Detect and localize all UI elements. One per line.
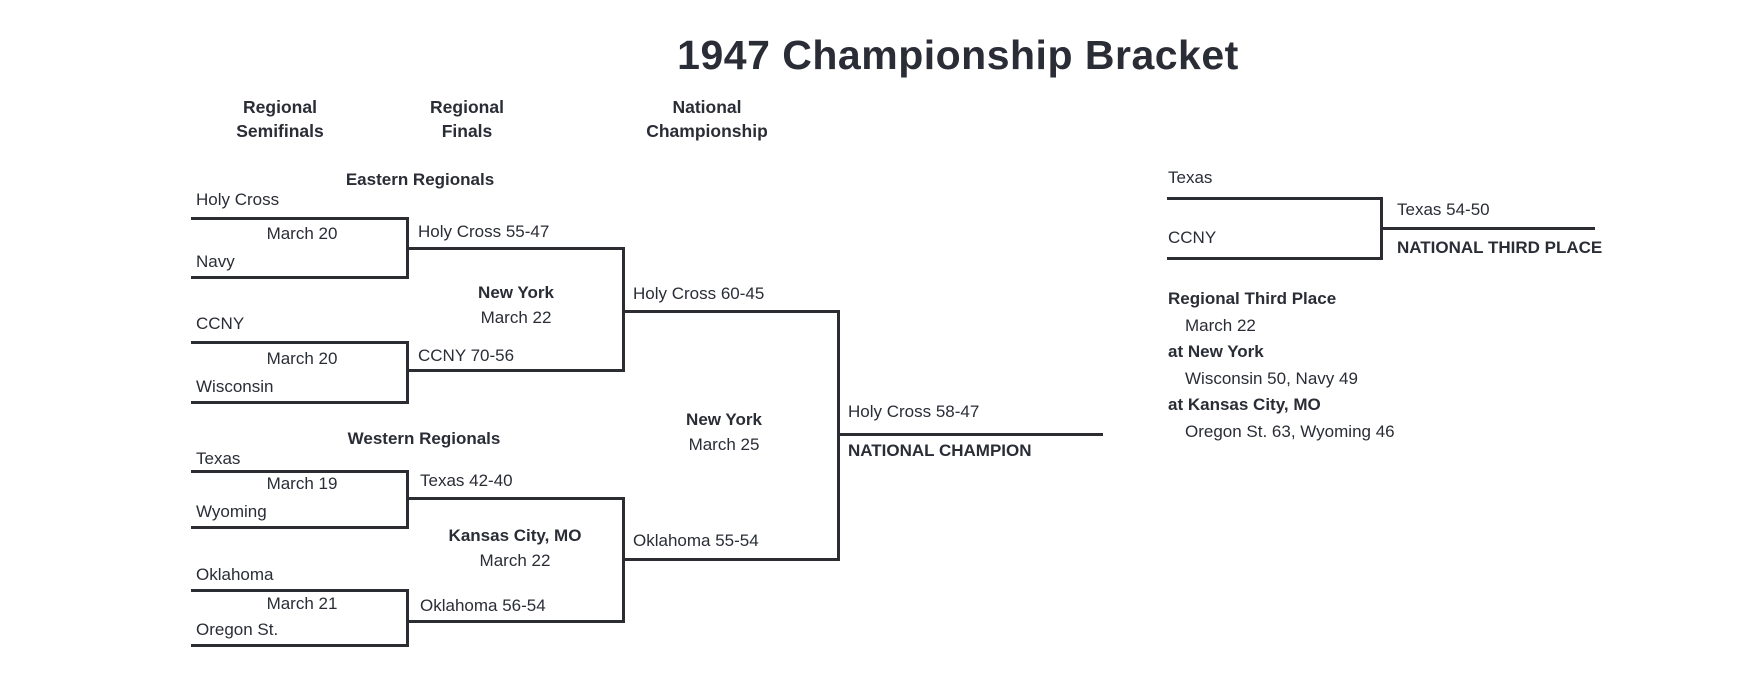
western-sf1-result: Texas 42-40 xyxy=(420,471,513,490)
team-ccny: CCNY xyxy=(196,314,245,333)
western-sf2-connector-line xyxy=(406,589,409,647)
national-champion-label: NATIONAL CHAMPION xyxy=(848,441,1032,460)
team-texas: Texas xyxy=(196,449,241,468)
western-regionals-header: Western Regionals xyxy=(347,429,501,448)
eastern-final-winner-line xyxy=(622,310,837,313)
eastern-sf2-result: CCNY 70-56 xyxy=(418,346,515,365)
regional-third-place-site-new-york: at New York xyxy=(1168,342,1264,361)
eastern-regionals-header: Eastern Regionals xyxy=(345,170,495,189)
eastern-sf2-top-line xyxy=(191,341,407,344)
round-header-national-championship: National Championship xyxy=(646,97,768,141)
eastern-sf2-connector-line xyxy=(406,341,409,404)
regional-third-place-result-east: Wisconsin 50, Navy 49 xyxy=(1185,369,1358,388)
eastern-sf1-bottom-line xyxy=(191,276,407,279)
western-final-site-block: Kansas City, MO March 22 xyxy=(449,523,582,573)
regional-third-place-site-kansas-city: at Kansas City, MO xyxy=(1168,395,1321,414)
third-place-team-ccny: CCNY xyxy=(1168,228,1217,247)
team-wisconsin: Wisconsin xyxy=(196,377,274,396)
national-final-site: New York xyxy=(686,410,762,429)
eastern-final-site-block: New York March 22 xyxy=(478,280,554,330)
eastern-sf2-date: March 20 xyxy=(266,349,338,368)
western-sf1-winner-line xyxy=(406,497,622,500)
western-final-result: Oklahoma 55-54 xyxy=(633,531,759,550)
western-sf2-result: Oklahoma 56-54 xyxy=(420,596,546,615)
third-place-bottom-line xyxy=(1167,257,1381,260)
team-wyoming: Wyoming xyxy=(196,502,267,521)
western-sf1-top-line xyxy=(191,470,407,473)
eastern-final-connector-line xyxy=(622,247,625,372)
national-final-date: March 25 xyxy=(688,435,760,454)
national-final-site-block: New York March 25 xyxy=(686,407,762,457)
third-place-team-texas: Texas xyxy=(1168,168,1213,187)
round-header-regional-semifinals: Regional Semifinals xyxy=(236,97,324,141)
western-sf2-top-line xyxy=(191,589,407,592)
eastern-sf2-bottom-line xyxy=(191,401,407,404)
eastern-final-site: New York xyxy=(478,283,554,302)
eastern-sf1-top-line xyxy=(191,217,407,220)
team-oregon-st: Oregon St. xyxy=(196,620,279,639)
regional-third-place-result-west: Oregon St. 63, Wyoming 46 xyxy=(1185,422,1395,441)
western-final-site: Kansas City, MO xyxy=(448,526,582,545)
western-sf2-winner-line xyxy=(406,620,622,623)
eastern-final-result: Holy Cross 60-45 xyxy=(633,284,765,303)
team-holy-cross: Holy Cross xyxy=(196,190,280,209)
third-place-result: Texas 54-50 xyxy=(1397,200,1490,219)
national-third-place-label: NATIONAL THIRD PLACE xyxy=(1397,238,1603,257)
western-sf1-bottom-line xyxy=(191,526,407,529)
western-sf2-date: March 21 xyxy=(266,594,338,613)
third-place-top-line xyxy=(1167,197,1381,200)
eastern-sf1-date: March 20 xyxy=(266,224,338,243)
team-oklahoma: Oklahoma xyxy=(196,565,274,584)
team-navy: Navy xyxy=(196,252,235,271)
national-final-result: Holy Cross 58-47 xyxy=(848,402,980,421)
third-place-winner-line xyxy=(1380,227,1595,230)
western-sf2-bottom-line xyxy=(191,644,407,647)
regional-third-place-date: March 22 xyxy=(1185,316,1256,335)
eastern-final-date: March 22 xyxy=(480,308,552,327)
eastern-sf1-result: Holy Cross 55-47 xyxy=(418,222,550,241)
western-final-winner-line xyxy=(622,558,837,561)
national-champion-line xyxy=(837,433,1103,436)
page-title: 1947 Championship Bracket xyxy=(677,32,1239,78)
regional-third-place-header: Regional Third Place xyxy=(1168,289,1337,308)
round-header-regional-finals: Regional Finals xyxy=(430,97,504,141)
western-final-date: March 22 xyxy=(479,551,551,570)
eastern-sf2-winner-line xyxy=(406,369,622,372)
eastern-sf1-winner-line xyxy=(406,247,622,250)
western-sf1-date: March 19 xyxy=(266,474,338,493)
